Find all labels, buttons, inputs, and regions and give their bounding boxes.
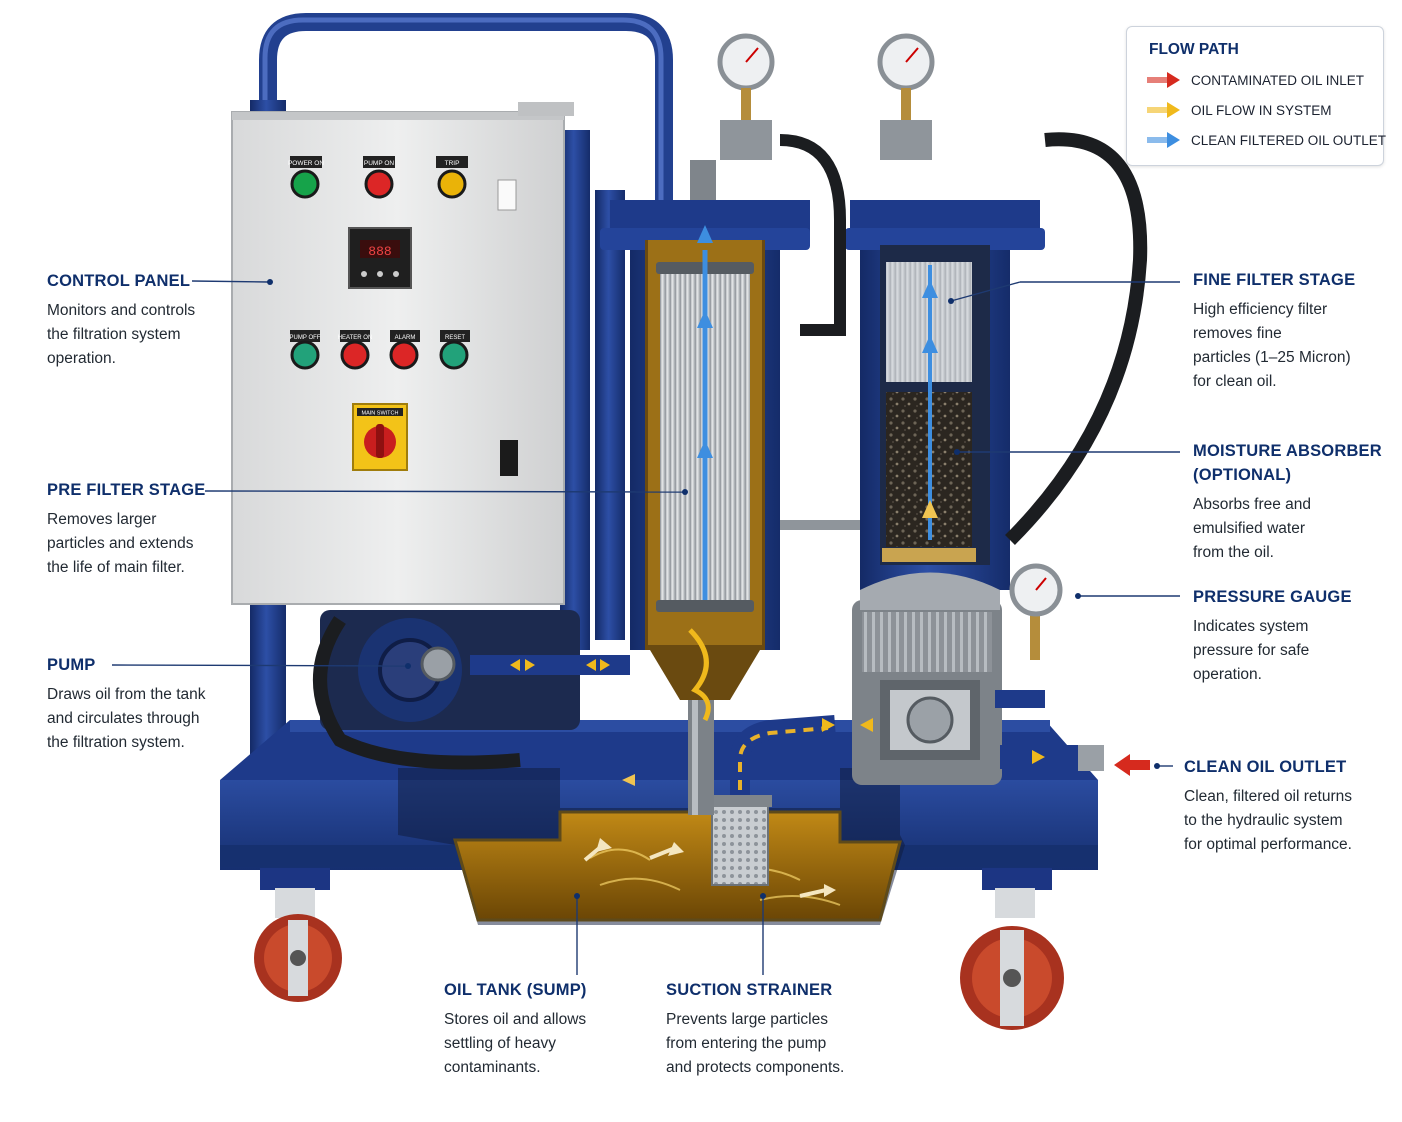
display-readout: 888 [368,244,391,259]
callout-clean-oil-outlet: CLEAN OIL OUTLET Clean, filtered oil ret… [1184,755,1352,857]
callout-title: CONTROL PANEL [47,272,191,290]
legend-item-inlet: CONTAMINATED OIL INLET [1147,69,1364,91]
leader-lines [111,279,1180,975]
reset-label: RESET [445,335,465,341]
callout-suction-strainer: SUCTION STRAINER Prevents large particle… [666,978,844,1080]
main-switch-label: MAIN SWITCH [362,411,399,417]
callout-moisture-absorber: MOISTURE ABSORBER(OPTIONAL) Absorbs free… [1193,439,1382,565]
caster-wheels [254,868,1064,1030]
legend-label-inlet: CONTAMINATED OIL INLET [1191,72,1365,88]
oil-tank-sump [398,768,905,925]
pump [313,610,630,770]
legend-label-outlet: CLEAN FILTERED OIL OUTLET [1191,132,1387,148]
pump-on-label: PUMP ON [364,160,395,167]
callout-title: SUCTION STRAINER [666,981,833,999]
callout-title: MOISTURE ABSORBER(OPTIONAL) [1193,442,1382,484]
legend-item-flow: OIL FLOW IN SYSTEM [1147,99,1332,121]
control-panel: POWER ON PUMP ON TRIP 888 PUMP OFF HEATE… [231,102,574,605]
outlet-arrow [1114,754,1150,776]
legend-title: FLOW PATH [1149,41,1239,58]
yellow-arrow-icon [1147,102,1180,118]
trip-label: TRIP [445,160,460,167]
callout-title: OIL TANK (SUMP) [444,981,587,999]
callout-title: CLEAN OIL OUTLET [1184,758,1347,776]
callout-title: PRESSURE GAUGE [1193,588,1352,606]
flow-path-legend: FLOW PATH CONTAMINATED OIL INLET OIL FLO… [1126,26,1386,166]
pressure-gauge [1009,563,1063,660]
main-switch: MAIN SWITCH [352,403,408,471]
bottom-button-row: PUMP OFF HEATER ON ALARM RESET [290,330,470,370]
legend-label-flow: OIL FLOW IN SYSTEM [1191,102,1332,118]
legend-item-outlet: CLEAN FILTERED OIL OUTLET [1147,129,1386,151]
suction-strainer [688,690,836,886]
motor-pump-unit [822,572,1104,785]
red-arrow-icon [1147,72,1180,88]
temperature-controller: 888 [348,227,412,289]
pre-filter-housing [595,33,810,722]
callout-title: PUMP [47,656,96,674]
alarm-label: ALARM [395,335,416,341]
callout-fine-filter: FINE FILTER STAGE High efficiency filter… [1193,268,1355,394]
power-on-label: POWER ON [288,160,324,167]
fine-filter-housing [779,33,1148,590]
pump-off-label: PUMP OFF [290,335,321,341]
callout-title: FINE FILTER STAGE [1193,271,1356,289]
top-indicator-row: POWER ON PUMP ON TRIP [288,156,468,199]
blue-arrow-icon [1147,132,1180,148]
callout-title: PRE FILTER STAGE [47,481,206,499]
heater-on-label: HEATER ON [338,335,373,341]
